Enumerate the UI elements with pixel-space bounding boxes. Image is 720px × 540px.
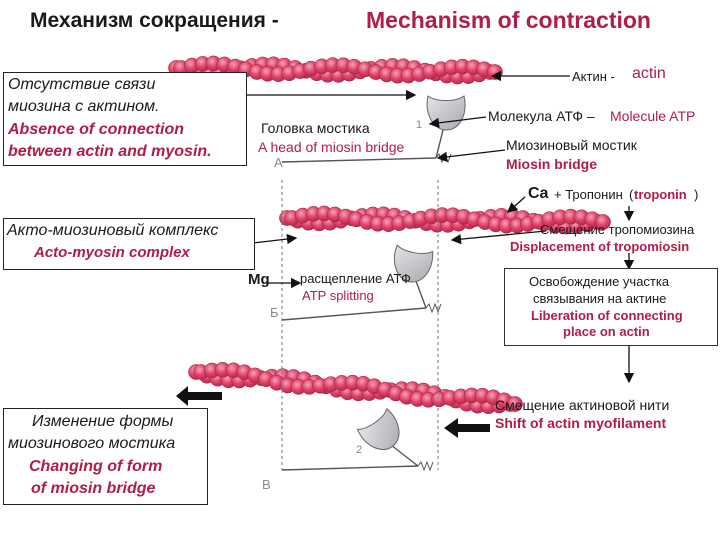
acto-myosin-box: Акто-миозиновый комплекс Acto-myosin com… [3, 218, 255, 270]
arrow-shift-actin-big [444, 418, 490, 438]
actin-label-en: actin [632, 65, 666, 82]
myosin-spring [417, 460, 434, 472]
title-russian: Механизм сокращения - [30, 9, 279, 32]
myosin-thick-filament [281, 307, 427, 321]
myosin-head [356, 407, 400, 450]
absence-ru-line1: Отсутствие связи [8, 76, 156, 93]
myosin-head [426, 95, 466, 131]
arrow-shift-left-big [176, 386, 222, 406]
actin-filament-1 [168, 55, 503, 85]
actin-filament-2 [279, 205, 611, 235]
changing-ru-line2: миозинового мостика [8, 435, 176, 452]
myosin-spring [425, 302, 442, 314]
bridge-label-ru: Миозиновый мостик [506, 137, 637, 153]
arrow-atp-molecule [428, 116, 487, 129]
changing-ru-line1: Изменение формы [32, 413, 174, 430]
arrows [176, 70, 635, 438]
mg-label: Mg [248, 271, 270, 288]
arrow-ca-troponin [507, 196, 526, 213]
troponin-label-en: troponin [634, 187, 687, 202]
liberation-en-line2: place on actin [563, 324, 650, 339]
acto-label-ru: Акто-миозиновый комплекс [7, 222, 219, 239]
actin-bead [487, 64, 503, 80]
title-english: Mechanism of contraction [366, 7, 651, 33]
actin-bead [595, 214, 611, 230]
absence-box: Отсутствие связи миозина с актином. Abse… [3, 72, 247, 166]
acto-label-en: Acto-myosin complex [34, 244, 190, 261]
absence-en-line2: between actin and myosin. [8, 143, 212, 160]
myosin-thick-filament [281, 465, 419, 471]
letter-v: В [262, 477, 271, 492]
atp-splitting-en: ATP splitting [302, 288, 374, 303]
bridge-label-en: Miosin bridge [506, 156, 597, 172]
shift-label-en: Shift of actin myofilament [495, 415, 667, 431]
label-num-2: 2 [356, 444, 363, 456]
head-label-ru: Головка мостика [261, 120, 370, 136]
liberation-box: Освобождение участка связывания на актин… [504, 268, 718, 346]
myosin-head [393, 244, 434, 283]
arrow-miosin-bridge [436, 149, 506, 163]
tropomyosin-label-ru: Смещение тропомиозина [540, 222, 695, 237]
myosin-bridge-3 [281, 407, 434, 472]
changing-en-line2: of miosin bridge [31, 480, 156, 497]
letter-a: А [274, 155, 283, 170]
arrow-tropomyosin-to-filament [450, 230, 547, 245]
troponin-close-paren: ) [694, 187, 699, 202]
liberation-en-line1: Liberation of connecting [531, 308, 683, 323]
liberation-ru-line2: связывания на актине [533, 291, 667, 306]
absence-ru-line2: миозина с актином. [8, 98, 160, 115]
atp-splitting-ru: расщепление АТФ [300, 271, 411, 286]
changing-form-box: Изменение формы миозинового мостика Chan… [3, 408, 208, 505]
atp-label-en: Molecule ATP [610, 108, 696, 124]
actin-filament-3 [188, 361, 523, 415]
actin-label-ru: Актин - [572, 69, 615, 84]
troponin-open-paren: ( [629, 187, 634, 202]
atp-label-ru: Молекула АТФ – [488, 108, 595, 124]
ca-label: Ca [528, 185, 549, 202]
changing-en-line1: Changing of form [29, 458, 163, 475]
head-label-en: A head of miosin bridge [258, 139, 405, 155]
absence-en-line1: Absence of connection [8, 121, 185, 138]
shift-label-ru: Смещение актиновой нити [495, 397, 670, 413]
arrow-acto-to-filament [252, 233, 298, 245]
label-num-1: 1 [416, 119, 423, 131]
alignment-dashed-lines [281, 180, 439, 470]
myosin-thick-filament [281, 157, 437, 163]
actin-bead [507, 396, 523, 412]
troponin-label-ru: + Тропонин [554, 187, 623, 202]
tropomyosin-label-en: Displacement of tropomiosin [510, 239, 690, 254]
letter-b: Б [270, 305, 279, 320]
myosin-bridge-2 [281, 244, 442, 321]
liberation-ru-line1: Освобождение участка [529, 274, 670, 289]
actin-filaments [168, 55, 611, 415]
